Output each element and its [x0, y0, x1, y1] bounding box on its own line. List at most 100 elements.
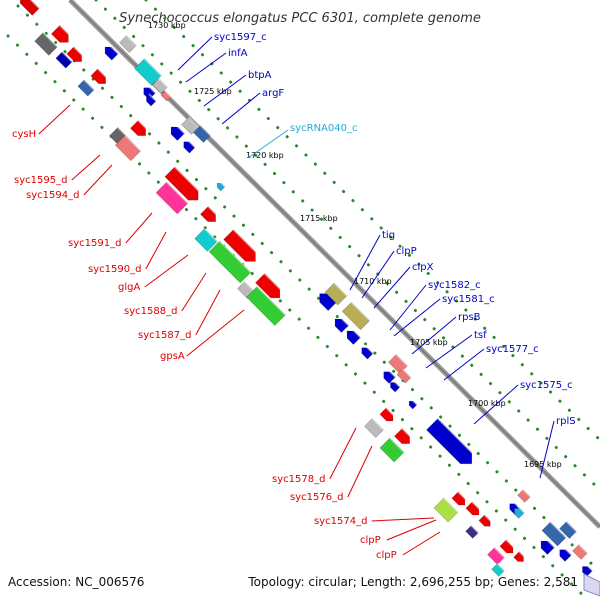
gene-right-14[interactable]	[341, 301, 371, 331]
label-syc1591_d[interactable]: syc1591_d	[68, 238, 121, 249]
gene-right-20[interactable]	[396, 368, 412, 384]
label-syc1594_d[interactable]: syc1594_d	[26, 190, 79, 201]
label-syc1588_d[interactable]: syc1588_d	[124, 306, 177, 317]
label-syc1595_d[interactable]: syc1595_d	[14, 175, 67, 186]
gene-left-22[interactable]	[394, 427, 415, 447]
label-syc1597_c[interactable]: syc1597_c	[214, 32, 267, 43]
gene-left-24[interactable]	[451, 491, 469, 508]
label-syc1575_c[interactable]: syc1575_c	[520, 380, 573, 391]
gene-right-10[interactable]	[181, 138, 196, 154]
gene-left-15[interactable]	[223, 228, 262, 267]
label-syc1576_d[interactable]: syc1576_d	[290, 492, 343, 503]
gene-right-3[interactable]	[152, 77, 169, 94]
gene-left-17[interactable]	[246, 285, 287, 326]
label-infA[interactable]: infA	[228, 48, 248, 59]
tick-label: 1720 kbp	[246, 151, 284, 160]
label-syc1578_d[interactable]: syc1578_d	[272, 474, 325, 485]
gene-left-27[interactable]	[465, 524, 480, 539]
gene-left-5[interactable]	[77, 79, 95, 97]
label-syc1577_c[interactable]: syc1577_c	[486, 344, 539, 355]
gene-left-10[interactable]	[155, 181, 189, 215]
guide-lines	[6, 0, 600, 600]
label-rplS[interactable]: rplS	[556, 416, 576, 427]
label-tsf[interactable]: tsf	[474, 330, 487, 341]
gene-right-6[interactable]	[144, 93, 157, 107]
gene-left-31[interactable]	[513, 550, 528, 565]
gene-right-21[interactable]	[388, 379, 401, 393]
forward-strand-genes	[102, 34, 594, 577]
gene-right-24[interactable]	[517, 488, 532, 503]
gene-left-9[interactable]	[130, 119, 151, 139]
gene-left-20[interactable]	[379, 437, 405, 463]
gene-right-26[interactable]	[512, 504, 526, 519]
gene-left-30[interactable]	[491, 562, 506, 577]
label-tig[interactable]: tig	[382, 230, 395, 241]
gene-left-2[interactable]	[50, 24, 74, 46]
gene-left-1[interactable]	[34, 31, 59, 56]
gene-right-27[interactable]	[541, 521, 567, 547]
label-gpsA[interactable]: gpsA	[160, 351, 185, 362]
gene-left-6[interactable]	[90, 68, 110, 87]
label-clpP[interactable]: clpP	[360, 535, 381, 546]
label-argF[interactable]: argF	[262, 88, 284, 99]
label-clpP[interactable]: clpP	[396, 246, 417, 257]
label-syc1581_c[interactable]: syc1581_c	[442, 294, 495, 305]
gene-left-13[interactable]	[194, 227, 219, 252]
gene-right-5[interactable]	[160, 90, 172, 102]
gene-left-18[interactable]	[255, 272, 286, 303]
gene-right-7[interactable]	[168, 122, 186, 141]
gene-right-30[interactable]	[557, 545, 573, 562]
gene-left-12[interactable]	[200, 205, 221, 225]
gene-right-1[interactable]	[102, 43, 119, 61]
gene-right-13[interactable]	[324, 282, 348, 306]
gene-right-0[interactable]	[119, 34, 138, 53]
tick-label: 1705 kbp	[410, 338, 448, 347]
tick-label: 1700 kbp	[468, 399, 506, 408]
gene-left-0[interactable]	[17, 0, 41, 16]
gene-right-11[interactable]	[215, 180, 226, 192]
label-cysH[interactable]: cysH	[12, 129, 36, 140]
label-syc1582_c[interactable]: syc1582_c	[428, 280, 481, 291]
label-clpP[interactable]: clpP	[376, 550, 397, 561]
gene-right-8[interactable]	[181, 116, 200, 135]
zoom-out-icon[interactable]	[583, 573, 600, 597]
tick-label: 1715 kbp	[300, 214, 338, 223]
gene-right-15[interactable]	[332, 314, 350, 333]
label-glgA[interactable]: glgA	[118, 282, 140, 293]
label-syc1587_d[interactable]: syc1587_d	[138, 330, 191, 341]
gene-left-25[interactable]	[465, 501, 483, 518]
accession-text: Accession: NC_006576	[8, 575, 144, 589]
gene-right-28[interactable]	[559, 520, 578, 539]
label-syc1590_d[interactable]: syc1590_d	[88, 264, 141, 275]
label-rpsB[interactable]: rpsB	[458, 312, 481, 323]
gene-left-28[interactable]	[487, 546, 506, 565]
gene-right-31[interactable]	[572, 543, 589, 560]
label-sycRNA040_c[interactable]: sycRNA040_c	[290, 123, 357, 134]
gene-right-22[interactable]	[407, 398, 418, 410]
gene-right-17[interactable]	[359, 344, 374, 360]
gene-left-23[interactable]	[433, 497, 459, 523]
gene-left-21[interactable]	[379, 407, 397, 424]
gene-right-32[interactable]	[580, 562, 594, 577]
gene-right-16[interactable]	[344, 326, 362, 345]
tick-label: 1725 kbp	[194, 87, 232, 96]
gene-right-23[interactable]	[426, 417, 479, 470]
gene-left-3[interactable]	[55, 51, 73, 69]
gene-left-26[interactable]	[478, 514, 494, 529]
gene-left-8[interactable]	[114, 134, 142, 162]
gene-left-11[interactable]	[164, 166, 204, 205]
gene-left-29[interactable]	[499, 539, 517, 556]
gene-right-29[interactable]	[538, 536, 556, 555]
label-clpX[interactable]: clpX	[412, 262, 434, 273]
gene-right-19[interactable]	[381, 367, 397, 384]
gene-right-9[interactable]	[193, 124, 212, 143]
label-syc1574_d[interactable]: syc1574_d	[314, 516, 367, 527]
gene-left-19[interactable]	[364, 417, 385, 438]
summary-text: Topology: circular; Length: 2,696,255 bp…	[247, 575, 578, 589]
gene-right-2[interactable]	[134, 57, 163, 86]
reverse-strand-genes	[17, 0, 528, 577]
gene-left-14[interactable]	[208, 240, 252, 284]
label-btpA[interactable]: btpA	[248, 70, 272, 81]
gene-left-4[interactable]	[66, 46, 86, 65]
